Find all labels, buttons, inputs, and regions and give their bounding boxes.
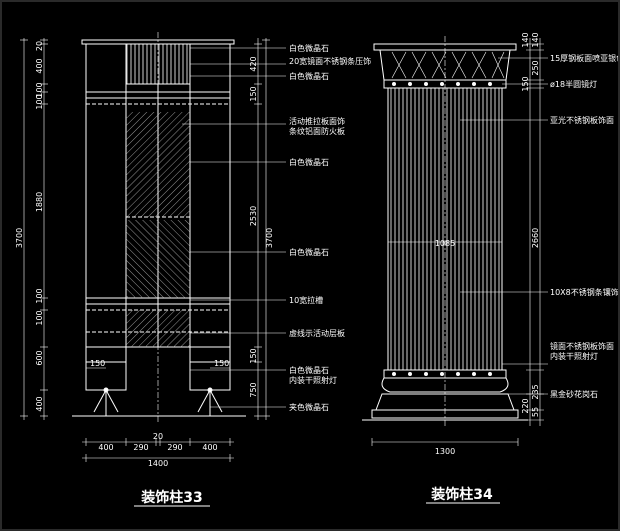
- left-callout-6: 白色微晶石: [289, 247, 329, 257]
- left-callout-10: 内装干照射灯: [289, 375, 337, 385]
- left-callout-2: 白色微晶石: [289, 71, 329, 81]
- right-vdim-4: 2660: [531, 228, 540, 248]
- left-callout-8: 虚线示活动层板: [289, 328, 345, 338]
- left-rdim-3: 3700: [265, 228, 274, 248]
- left-bdim-2: 20: [153, 432, 163, 441]
- left-vdim-8: 400: [35, 396, 44, 411]
- right-vdim-0: 140: [521, 32, 530, 47]
- left-bdim-4: 400: [202, 443, 217, 452]
- left-callout-7: 10宽拉槽: [289, 295, 323, 305]
- right-callout-0: 15厚钢板面喷亚银色漆: [550, 53, 618, 63]
- right-vdim-1: 140: [531, 32, 540, 47]
- right-column-title: 装饰柱34: [430, 486, 493, 503]
- right-callout-1: ø18半圆镜灯: [550, 79, 597, 89]
- left-overall-height: 3700: [15, 228, 24, 248]
- left-rdim-0: 420: [249, 56, 258, 71]
- left-callout-4: 条纹铝面防火板: [289, 126, 345, 136]
- left-overall-width: 1400: [148, 459, 168, 468]
- right-vdim-5: 235: [531, 384, 540, 399]
- left-callout-11: 夹色微晶石: [289, 402, 329, 412]
- right-vdim-7: 220: [521, 398, 530, 413]
- right-callout-5: 内装干照射灯: [550, 351, 598, 361]
- left-vdim-1: 400: [35, 58, 44, 73]
- left-bdim-3: 290: [167, 443, 182, 452]
- left-vdim-0: 20: [35, 41, 44, 51]
- left-vdim-7: 600: [35, 350, 44, 365]
- left-inner-dim-0: 150: [90, 359, 105, 368]
- left-bdim-1: 290: [133, 443, 148, 452]
- left-inner-dim-1: 150: [214, 359, 229, 368]
- left-vdim-2: 100: [35, 82, 44, 97]
- left-rdim-2: 2530: [249, 206, 258, 226]
- right-callout-4: 镜面不锈钢板饰面: [550, 341, 614, 351]
- right-callout-2: 亚光不锈钢板饰面: [550, 115, 614, 125]
- right-vdim-3: 150: [521, 76, 530, 91]
- left-callout-1: 20宽镜面不锈钢条压饰: [289, 56, 371, 66]
- left-rdim-5: 750: [249, 382, 258, 397]
- right-callout-3: 10X8不锈钢条镶饰: [550, 287, 618, 297]
- left-vdim-6: 100: [35, 310, 44, 325]
- right-callout-6: 黑金砂花岗石: [550, 389, 598, 399]
- left-bdim-0: 400: [98, 443, 113, 452]
- left-callout-0: 白色微晶石: [289, 43, 329, 53]
- left-column-drawing: [20, 32, 286, 462]
- left-callout-3: 活动推拉板面饰: [289, 116, 345, 126]
- right-vdim-6: 55: [531, 407, 540, 417]
- left-rdim-1: 150: [249, 86, 258, 101]
- left-rdim-4: 150: [249, 348, 258, 363]
- right-column-drawing: [362, 36, 548, 446]
- right-center-dim: 1085: [435, 239, 455, 248]
- left-callout-9: 白色微晶石: [289, 365, 329, 375]
- right-overall-width: 1300: [435, 447, 455, 456]
- left-vdim-3: 100: [35, 94, 44, 109]
- left-vdim-5: 100: [35, 288, 44, 303]
- left-callout-5: 白色微晶石: [289, 157, 329, 167]
- left-vdim-4: 1880: [35, 192, 44, 212]
- right-vdim-2: 250: [531, 60, 540, 75]
- left-column-title: 装饰柱33: [140, 489, 202, 506]
